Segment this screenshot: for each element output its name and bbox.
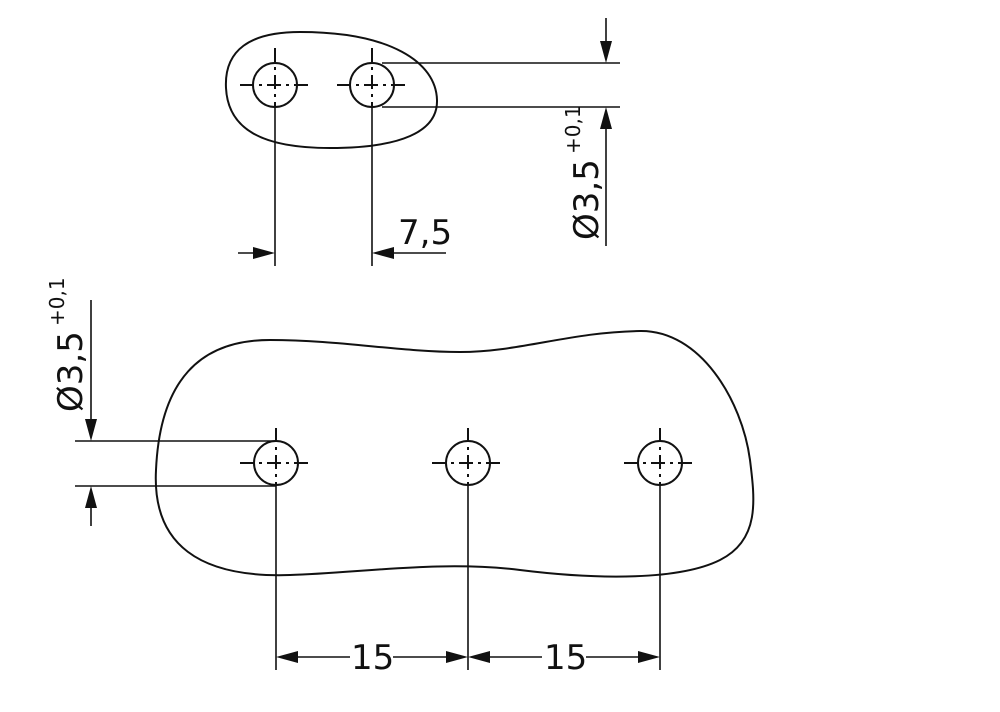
pitch-label-2: 15 <box>544 638 587 678</box>
tolerance-label-bottom: +0,1 <box>45 277 69 326</box>
bottom-view: 15 15 Ø3,5 +0,1 <box>45 277 755 678</box>
tolerance-label-top: +0,1 <box>561 105 585 154</box>
diameter-label-bottom: Ø3,5 <box>51 331 91 412</box>
top-view: 7,5 Ø3,5 +0,1 <box>224 18 620 266</box>
pitch-label-top: 7,5 <box>398 213 452 253</box>
top-outline <box>224 30 439 150</box>
bottom-outline <box>154 329 755 578</box>
pitch-label-1: 15 <box>351 638 394 678</box>
diameter-label-top: Ø3,5 <box>567 159 607 240</box>
